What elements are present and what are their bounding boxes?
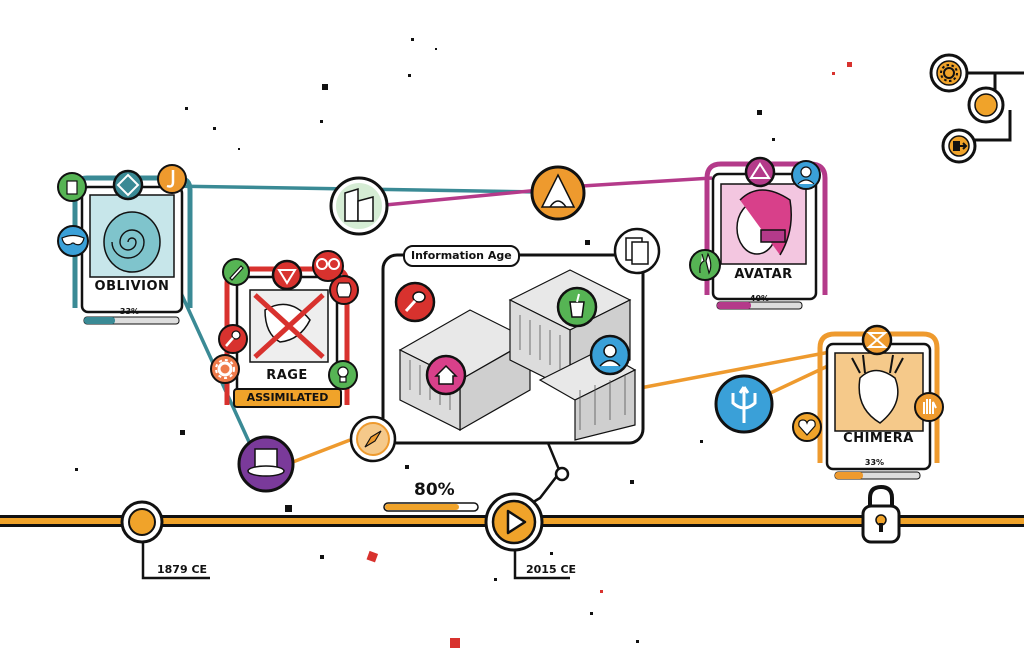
timeline-start-date: 1879 CE [157,563,208,576]
oblivion-card[interactable] [60,160,200,330]
settings-button[interactable] [928,52,970,94]
chimera-sigil-icon [861,324,893,356]
oblivion-card-name: OBLIVION [94,279,170,294]
era-progress-bar [383,502,479,512]
compass-node-icon[interactable] [347,413,399,465]
cup-icon[interactable] [555,285,599,329]
avatar-sigil-icon [744,156,776,188]
era-progress-label: 80% [414,480,455,500]
exit-button[interactable] [940,127,978,165]
chimera-card-name: CHIMERA [843,431,914,446]
play-button[interactable] [482,490,546,554]
chimera-card[interactable] [805,318,955,493]
rage-status-badge: ASSIMILATED [233,388,342,408]
hook-icon[interactable] [155,162,189,196]
avatar-progress-label: 40% [749,294,770,303]
ram-icon[interactable] [310,248,346,284]
documents-node-icon[interactable] [612,226,662,276]
gear-icon [940,64,958,82]
era-panel[interactable] [380,240,650,450]
urn-icon[interactable] [327,273,361,307]
timeline-current-date: 2015 CE [526,563,577,576]
rage-card-name: RAGE [266,368,308,383]
top-hat-node-icon[interactable] [235,433,297,495]
chimera-progress-label: 33% [864,458,885,467]
microphone-icon[interactable] [393,280,437,324]
pyramid-node-icon[interactable] [528,163,588,223]
theme-button[interactable] [966,85,1006,125]
exit-icon [953,141,968,151]
avatar-card[interactable] [695,150,835,320]
oblivion-sigil-icon [112,169,144,201]
hand-icon[interactable] [912,390,946,424]
rage-sigil-icon [271,259,303,291]
person-icon[interactable] [588,333,632,377]
rocket-icon[interactable] [220,256,252,288]
era-title: Information Age [403,245,520,267]
home-icon[interactable] [424,353,468,397]
trident-node-icon[interactable] [713,373,775,435]
lock-icon[interactable] [857,482,905,548]
avatar-card-name: AVATAR [734,267,793,282]
gear-small-icon[interactable] [208,352,242,386]
heart-icon[interactable] [790,410,824,444]
oblivion-progress-label: 33% [119,307,140,316]
timeline-start-marker[interactable] [118,498,166,546]
bust-icon[interactable] [789,158,823,192]
mask-icon[interactable] [55,223,91,259]
debris-particles [75,38,775,643]
rabbit-icon[interactable] [687,247,723,283]
buildings-node-icon[interactable] [328,175,390,237]
microphone-small-icon[interactable] [216,322,250,356]
lightbulb-icon[interactable] [326,358,360,392]
debris-red-particles [366,62,852,648]
lantern-icon[interactable] [55,170,89,204]
